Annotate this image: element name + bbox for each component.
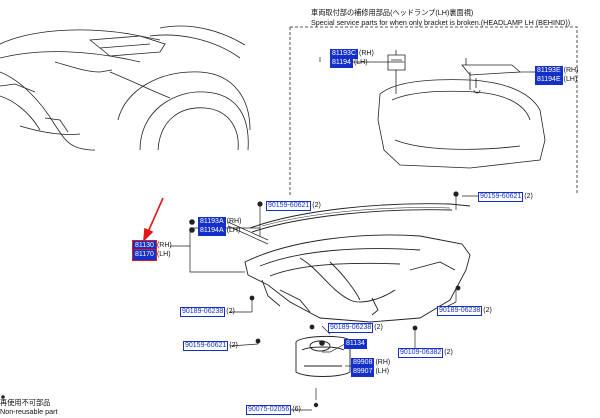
part-number-81134[interactable]: 81134 <box>344 338 367 349</box>
callout-81170[interactable]: 81170(LH) <box>132 248 171 261</box>
callout-81194[interactable]: 81194(LH) <box>330 57 368 68</box>
car-front-sketch <box>0 25 251 151</box>
callout-81194a[interactable]: 81194A(LH) <box>198 225 241 236</box>
part-number-81194a[interactable]: 81194A <box>198 225 226 236</box>
legend-en: Non-reusable part <box>0 407 58 416</box>
leader-lines <box>170 57 530 411</box>
part-number-81194e[interactable]: 81194E <box>535 74 563 85</box>
part-number-90189-left[interactable]: 90189-06238 <box>180 306 226 317</box>
legend-jp: 再使用不可部品 <box>0 398 51 407</box>
callout-90159-bottom[interactable]: 90159-60621(2) <box>183 340 238 351</box>
callout-90109[interactable]: 90109-06382(2) <box>398 347 453 358</box>
part-number-90189-center[interactable]: 90189-06238 <box>328 322 374 333</box>
callout-90189-left[interactable]: 90189-06238(2) <box>180 306 235 317</box>
red-arrow <box>143 197 164 243</box>
callout-90189-right[interactable]: 90189-06238(2) <box>437 305 492 316</box>
part-number-90159-bottom[interactable]: 90159-60621 <box>183 340 229 351</box>
part-number-90109[interactable]: 90109-06382 <box>398 347 444 358</box>
special-service-title-en: Special service parts for when only brac… <box>311 18 571 27</box>
callout-90189-center[interactable]: 90189-06238(2) <box>328 322 383 333</box>
part-number-81194[interactable]: 81194 <box>330 57 353 68</box>
special-service-title-jp: 車両取付部の補修用部品(ヘッドランプ(LH)裏面視) <box>311 8 474 17</box>
fasteners <box>1 191 461 408</box>
callout-81134[interactable]: 81134 <box>344 338 368 349</box>
callout-90075[interactable]: 90075-02056(6) <box>246 404 301 415</box>
headlamp-exploded <box>244 203 471 377</box>
callout-89907[interactable]: 89907(LH) <box>351 366 390 377</box>
part-number-90159-right[interactable]: 90159-60621 <box>478 191 524 202</box>
part-number-81170[interactable]: 81170 <box>132 248 157 261</box>
part-number-90159-top[interactable]: 90159-60621 <box>266 200 312 211</box>
part-number-90189-right[interactable]: 90189-06238 <box>437 305 483 316</box>
callout-90159-right[interactable]: 90159-60621(2) <box>478 191 533 202</box>
callout-90159-top[interactable]: 90159-60621(2) <box>266 200 321 211</box>
part-number-90075[interactable]: 90075-02056 <box>246 404 292 415</box>
callout-81194e[interactable]: 81194E(LH) <box>535 74 578 85</box>
part-number-89907[interactable]: 89907 <box>351 366 375 377</box>
